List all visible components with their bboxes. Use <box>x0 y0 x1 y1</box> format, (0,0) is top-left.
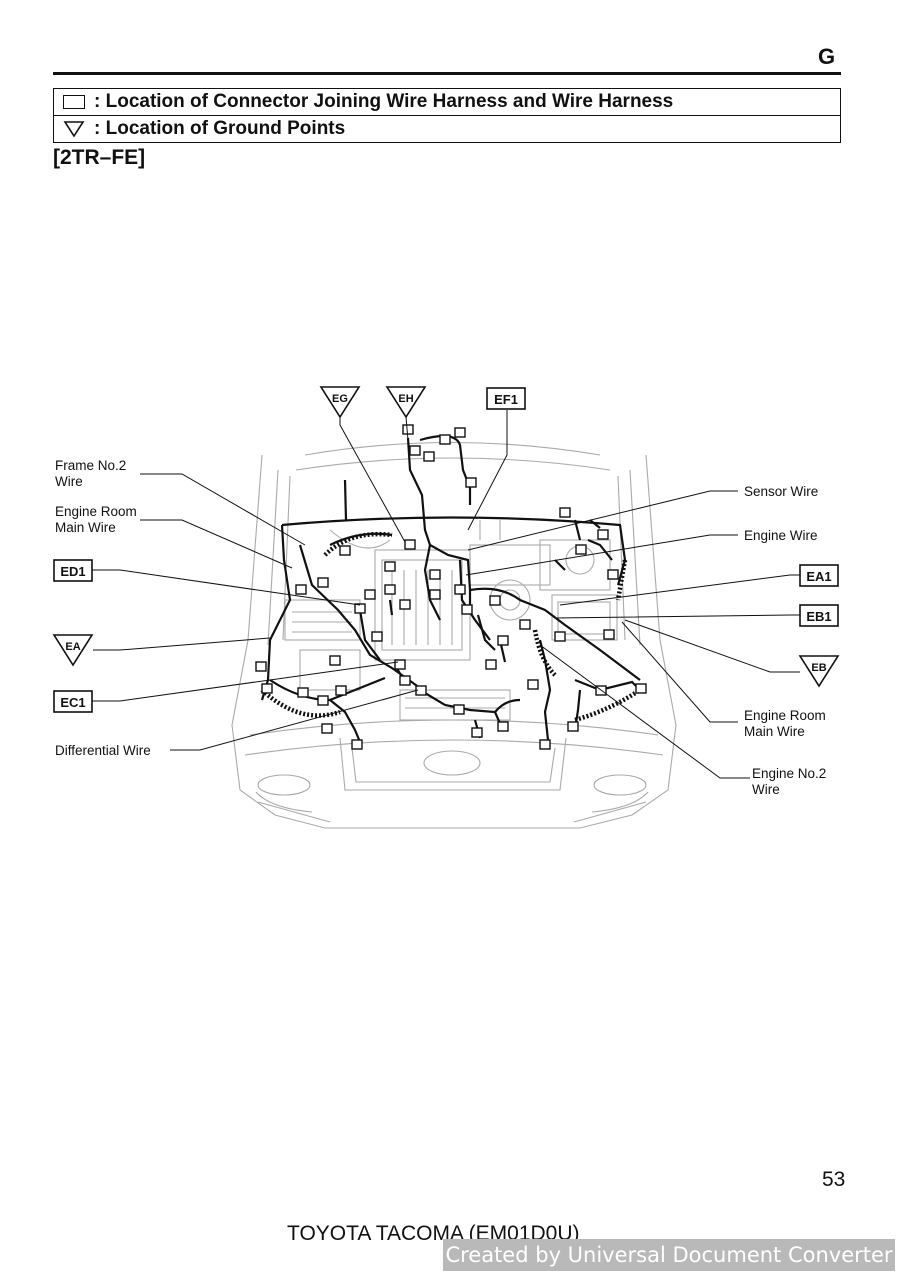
label-sensor-wire: Sensor Wire <box>744 484 818 499</box>
wire-harness <box>260 434 641 743</box>
svg-text:EA1: EA1 <box>806 569 831 584</box>
engine-variant-title: [2TR–FE] <box>53 146 146 169</box>
label-engine-room-main-wire-right-line1: Engine Room <box>744 708 826 723</box>
legend-ground-text: : Location of Ground Points <box>94 118 346 139</box>
page-number: 53 <box>822 1168 846 1191</box>
connector-code-eb1: EB1 <box>799 604 839 627</box>
legend-connector-row: : Location of Connector Joining Wire Har… <box>54 89 840 115</box>
corrugated-harness <box>260 532 642 723</box>
svg-text:EB1: EB1 <box>806 609 831 624</box>
watermark-banner: Created by Universal Document Converter <box>443 1239 895 1271</box>
label-engine-wire: Engine Wire <box>744 528 818 543</box>
connector-box-icon <box>54 89 94 115</box>
connector-code-ed1: ED1 <box>53 559 93 582</box>
label-differential-wire: Differential Wire <box>55 743 151 758</box>
ground-code-ea: EA <box>65 641 80 653</box>
label-frame-no2-wire-line1: Frame No.2 <box>55 458 126 473</box>
section-letter: G <box>818 44 836 69</box>
leader-lines <box>92 410 800 779</box>
connector-code-ef1: EF1 <box>486 387 526 410</box>
svg-text:EF1: EF1 <box>494 392 518 407</box>
ground-triangle-icon <box>54 116 94 142</box>
ground-point-ea: EA <box>52 634 94 667</box>
ground-code-eh: EH <box>398 393 413 405</box>
legend-connector-text: : Location of Connector Joining Wire Har… <box>94 91 674 112</box>
label-engine-no2-wire-line2: Wire <box>752 782 780 797</box>
label-engine-room-main-wire-right-line2: Main Wire <box>744 724 805 739</box>
ground-code-eb: EB <box>811 662 826 674</box>
legend-ground-row: : Location of Ground Points <box>54 115 840 142</box>
header-rule <box>53 72 841 75</box>
connector-code-ec1: EC1 <box>53 690 93 713</box>
connector-code-ea1: EA1 <box>799 564 839 587</box>
ground-point-eh: EH <box>385 386 427 419</box>
ground-point-eb: EB <box>798 655 840 688</box>
label-engine-no2-wire-line1: Engine No.2 <box>752 766 826 781</box>
connector-blocks <box>255 424 647 750</box>
ground-code-eg: EG <box>332 393 348 405</box>
ground-point-eg: EG <box>319 386 361 419</box>
label-frame-no2-wire-line2: Wire <box>55 474 83 489</box>
legend-box: : Location of Connector Joining Wire Har… <box>53 88 841 143</box>
svg-text:EC1: EC1 <box>60 695 85 710</box>
label-engine-room-main-wire-left-line2: Main Wire <box>55 520 116 535</box>
svg-text:ED1: ED1 <box>60 564 85 579</box>
label-engine-room-main-wire-left-line1: Engine Room <box>55 504 137 519</box>
